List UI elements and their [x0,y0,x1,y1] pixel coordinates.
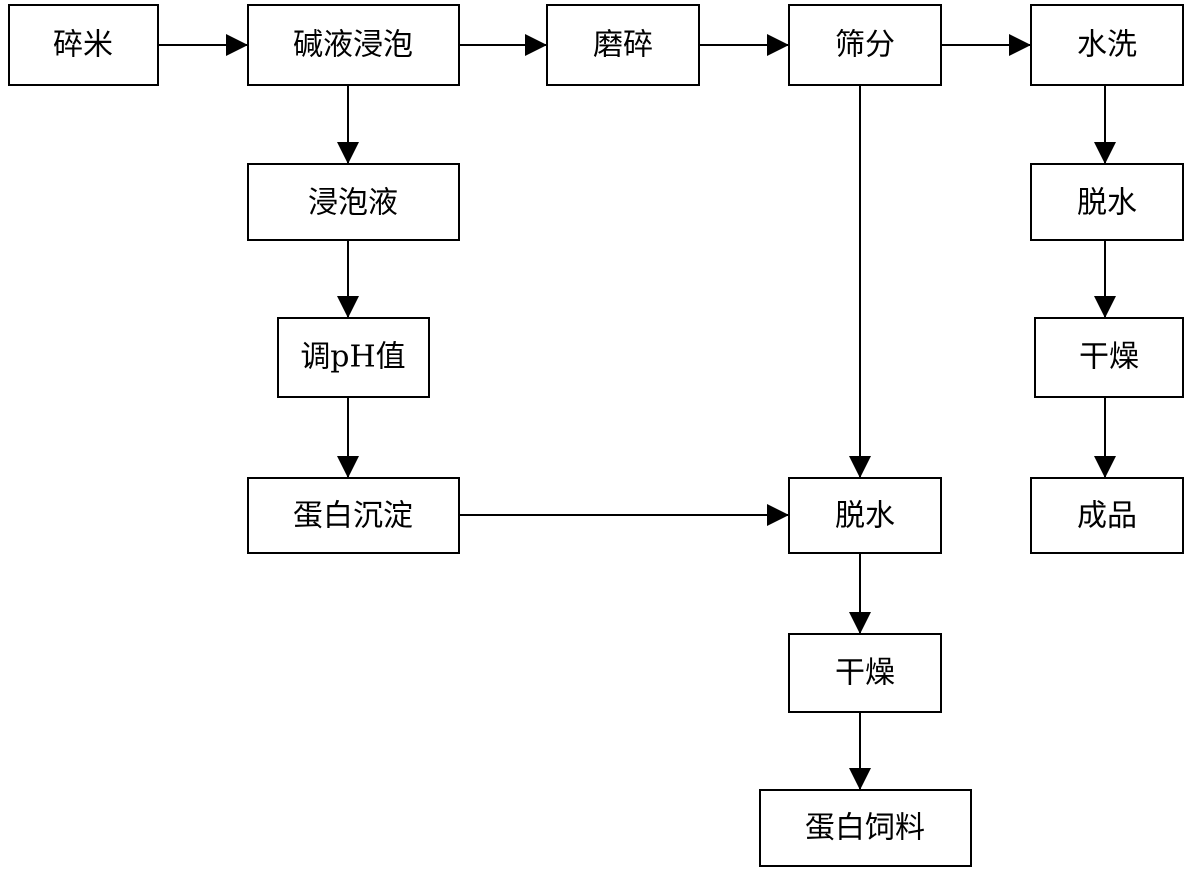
node-soak-liquid: 浸泡液 [247,163,460,241]
node-dehydrate-product-label: 脱水 [1077,186,1137,221]
node-protein-precipitation-box [247,477,460,554]
node-dry-feed-label: 干燥 [835,656,895,691]
node-sieving: 筛分 [788,4,942,86]
node-dehydrate-feed-label: 脱水 [835,499,895,534]
node-water-wash-label: 水洗 [1077,28,1137,63]
node-soak-liquid-label: 浸泡液 [308,186,398,221]
node-water-wash-box [1030,4,1184,86]
node-alkali-soak-label: 碱液浸泡 [293,28,413,63]
node-crushed-rice: 碎米 [8,4,159,86]
node-dehydrate-feed-box [788,477,942,554]
node-finished-product: 成品 [1030,477,1184,554]
node-dry-feed-box [788,633,942,713]
node-finished-product-label: 成品 [1077,499,1137,534]
node-protein-feed-box [759,789,972,867]
node-dry-feed: 干燥 [788,633,942,713]
node-dehydrate-feed: 脱水 [788,477,942,554]
node-grinding-label: 磨碎 [593,28,653,63]
node-protein-feed-label: 蛋白饲料 [805,811,925,846]
node-alkali-soak: 碱液浸泡 [247,4,460,86]
node-sieving-box [788,4,942,86]
node-dry-product-label: 干燥 [1079,340,1139,375]
node-protein-precipitation-label: 蛋白沉淀 [293,499,413,534]
node-dry-product: 干燥 [1034,317,1184,398]
node-crushed-rice-label: 碎米 [53,28,113,63]
node-protein-precipitation: 蛋白沉淀 [247,477,460,554]
node-dry-product-box [1034,317,1184,398]
node-grinding: 磨碎 [546,4,700,86]
node-crushed-rice-box [8,4,159,86]
node-grinding-box [546,4,700,86]
node-soak-liquid-box [247,163,460,241]
node-protein-feed: 蛋白饲料 [759,789,972,867]
node-adjust-ph-box [277,317,430,398]
node-sieving-label: 筛分 [835,28,895,63]
node-adjust-ph: 调pH值 [277,317,430,398]
node-water-wash: 水洗 [1030,4,1184,86]
node-dehydrate-product-box [1030,163,1184,241]
node-finished-product-box [1030,477,1184,554]
node-alkali-soak-box [247,4,460,86]
edges [158,34,1116,790]
node-dehydrate-product: 脱水 [1030,163,1184,241]
node-adjust-ph-label: 调pH值 [300,340,405,375]
nodes: 碎米 碱液浸泡 磨碎 筛分 水洗 浸泡液 调pH值 蛋白沉淀 [8,4,1184,867]
